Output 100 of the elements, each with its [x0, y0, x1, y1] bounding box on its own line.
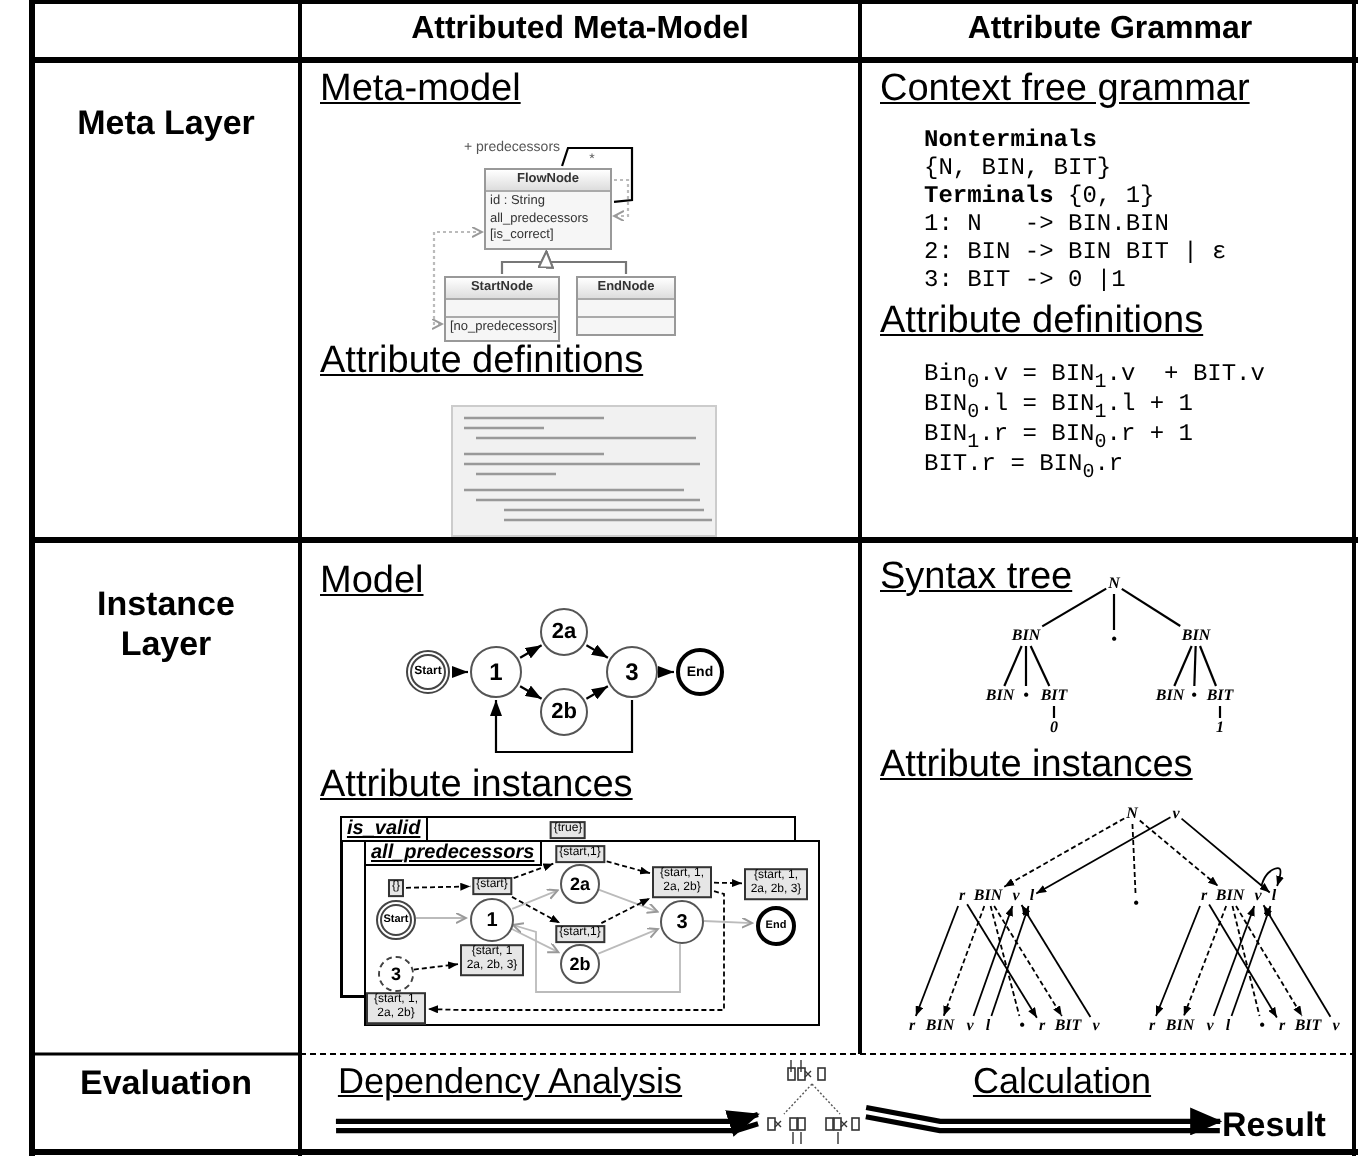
connector-line [561, 146, 634, 203]
uml-class-box [484, 168, 612, 250]
arrow [427, 890, 725, 1014]
attribute-instance-label: v [1172, 806, 1180, 822]
flow-node-circle: 1 [470, 898, 514, 942]
tree-node-label: BIN [1011, 628, 1041, 644]
section-title: Attribute definitions [880, 300, 1204, 344]
frame-tab-label: all_predecessors [363, 839, 543, 865]
arrow [1262, 904, 1332, 1018]
frame-tab-label: is_valid [339, 815, 429, 841]
edge-label: Calculation [972, 1061, 1152, 1103]
flow-node-circle: 2b [560, 944, 600, 984]
tree-node-label: • [1191, 688, 1197, 704]
arrow [1003, 817, 1126, 888]
attribute-instance-label: v [1012, 888, 1020, 904]
attribute-instance-label: r [1200, 888, 1208, 904]
connector-line [1052, 706, 1056, 718]
arrow [490, 700, 634, 754]
arrow [914, 905, 960, 1017]
attribute-instance-label: BIT [1294, 1018, 1322, 1034]
arrow [511, 888, 559, 910]
tree-node-label: BIN [1181, 628, 1211, 644]
arrow [452, 666, 468, 678]
tree-node-label: 0 [1050, 720, 1058, 736]
tree-node-label: BIT [1206, 688, 1234, 704]
attribute-instance-label: l [1029, 888, 1035, 904]
uml-class-box [444, 276, 560, 342]
arrow [1235, 905, 1303, 1017]
attribute-instance-label: BIN [1215, 888, 1245, 904]
connector-line [1029, 645, 1051, 687]
arrow [415, 912, 467, 924]
arrow [519, 685, 543, 700]
tree-node-label: 1 [1216, 720, 1224, 736]
attribute-instance-label: v [966, 1018, 974, 1034]
row-header: Meta Layer [75, 104, 257, 144]
connector-line [1121, 588, 1181, 627]
tree-node-label: N [1108, 576, 1120, 592]
tree-node-label: • [1023, 688, 1029, 704]
arrow [990, 905, 1030, 1017]
connector-line [1173, 645, 1193, 687]
result-text: Result [1222, 1106, 1326, 1146]
arrow [1208, 903, 1278, 1019]
arrow [1212, 905, 1256, 1017]
attribute-formula: BIN$_{1}$.r = BIN$_{0}$.r + 1 [924, 420, 1193, 455]
arrow [431, 226, 483, 330]
attribute-instance-label: • [1259, 1018, 1265, 1034]
uml-class-box [576, 276, 676, 337]
flow-node-circle: 3 [606, 646, 658, 698]
attribute-instance-label: N [1126, 806, 1138, 822]
flow-node-circle: 1 [470, 646, 522, 698]
arrow [703, 916, 753, 929]
grammar-rule: 2: BIN -> BIN BIT | ε [924, 238, 1227, 266]
section-title: Attribute instances [320, 764, 633, 808]
arrow [510, 927, 560, 954]
arrow [1182, 905, 1228, 1017]
arrow [412, 961, 459, 971]
attribute-instance-label: r [1278, 1018, 1286, 1034]
attribute-instance-label: r [1038, 1018, 1046, 1034]
arrow [972, 905, 1014, 1017]
arrow [1260, 867, 1284, 887]
arrow [613, 178, 630, 222]
row-header: Evaluation [78, 1064, 254, 1104]
attribute-instance-label: r [958, 888, 966, 904]
attribute-instance-label: BIN [925, 1018, 955, 1034]
tree-node-label: BIN [985, 688, 1015, 704]
attribute-instance-label: v [1206, 1018, 1214, 1034]
grammar-rule: Nonterminals [924, 126, 1097, 154]
arrow [405, 882, 472, 891]
double-arrow [333, 1110, 761, 1137]
arrow [993, 905, 1063, 1017]
section-title: Model [320, 560, 424, 604]
arrow [1035, 816, 1172, 895]
attribute-instance-label: • [1133, 896, 1139, 912]
column-header: Attributed Meta-Model [411, 12, 749, 48]
arrow [1138, 819, 1219, 887]
attribute-frame [364, 840, 820, 1026]
arrow [511, 896, 561, 924]
connector-line [989, 905, 1021, 1017]
arrow [597, 888, 659, 914]
connector-line [1112, 594, 1116, 630]
section-title: Attribute instances [880, 744, 1193, 788]
connector-line [1231, 905, 1261, 1017]
arrow [1155, 905, 1201, 1017]
attribute-instance-label: v [1254, 888, 1262, 904]
connector-line [1218, 706, 1222, 718]
arrow [942, 905, 986, 1017]
arrow [1230, 905, 1272, 1017]
attribute-instance-label: l [1271, 888, 1277, 904]
attribute-formula: BIN$_{0}$.l = BIN$_{1}$.l + 1 [924, 390, 1193, 425]
flow-node-circle: 2b [540, 688, 588, 736]
attribute-instance-label: BIT [1054, 1018, 1082, 1034]
tree-node-label: • [1111, 632, 1117, 648]
attribute-instance-label: r [1148, 1018, 1156, 1034]
grammar-rule: 1: N -> BIN.BIN [924, 210, 1169, 238]
section-title: Attribute definitions [320, 340, 644, 384]
arrow [966, 903, 1038, 1019]
attribute-instance-label: l [985, 1018, 991, 1034]
arrow [597, 927, 659, 955]
attribute-instance-label: • [1019, 1018, 1025, 1034]
flow-node-circle: 2a [540, 608, 588, 656]
